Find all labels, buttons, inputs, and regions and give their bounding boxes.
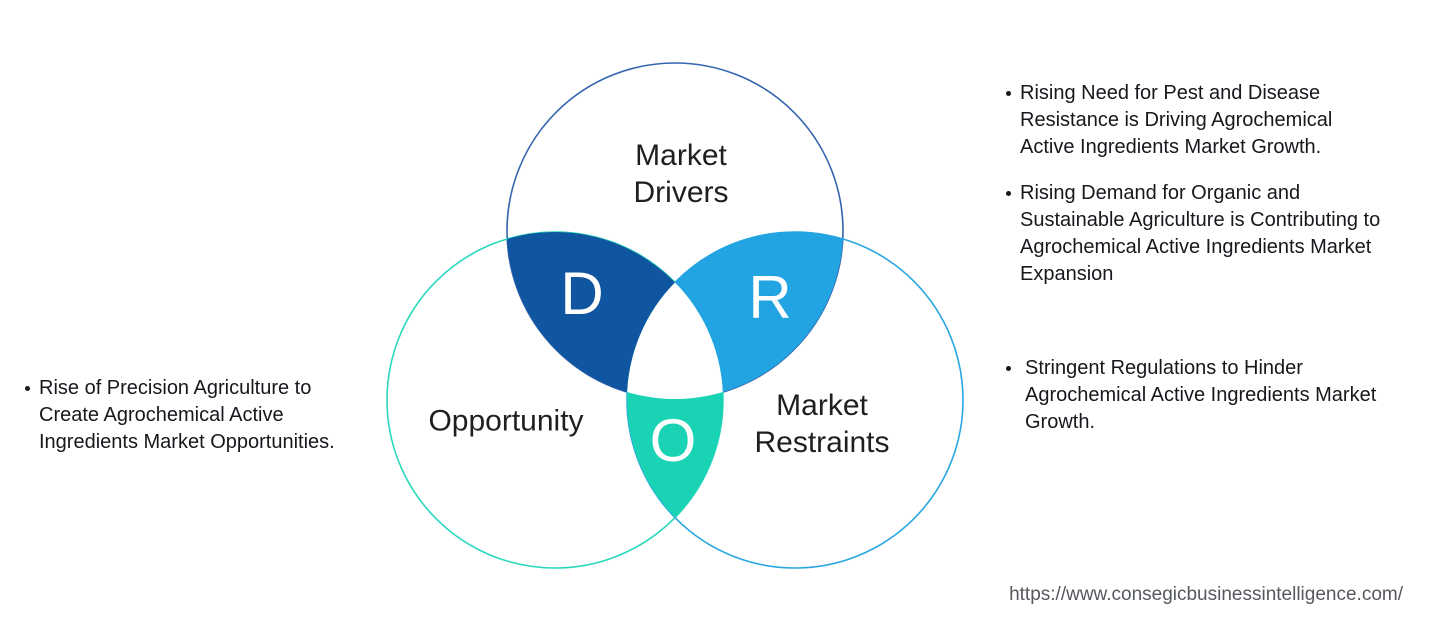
letter-d: D [560,260,604,327]
driver-bullet-text-1: Rising Need for Pest and Disease Resista… [1020,82,1333,158]
drivers-restraints-panel: Rising Need for Pest and Disease Resista… [1006,80,1390,436]
bullet-dot-icon [1006,91,1011,96]
bullet-dot-icon [1006,191,1011,196]
restraint-bullet-text: Stringent Regulations to Hinder Agrochem… [1025,357,1377,433]
opportunity-label: Opportunity [428,404,584,438]
drivers-opportunity-region [507,232,723,399]
drivers-restraints-region [627,232,843,399]
list-item: Rise of Precision Agriculture to Create … [25,375,358,456]
opportunities-panel: Rise of Precision Agriculture to Create … [25,375,358,456]
market-drivers-label: Market Drivers [633,139,729,209]
source-url: https://www.consegicbusinessintelligence… [1009,584,1403,605]
opportunity-bullet-text: Rise of Precision Agriculture to Create … [39,377,335,453]
list-item: Rising Need for Pest and Disease Resista… [1006,80,1390,161]
letter-r: R [748,264,792,331]
driver-bullet-text-2: Rising Demand for Organic and Sustainabl… [1020,182,1381,285]
list-item: Rising Demand for Organic and Sustainabl… [1006,180,1390,288]
list-item: Stringent Regulations to Hinder Agrochem… [1006,355,1390,436]
bullet-dot-icon [1006,366,1011,371]
venn-diagram [386,62,964,569]
market-restraints-label: Market Restraints [754,389,890,459]
bullet-dot-icon [25,386,30,391]
letter-o: O [649,407,697,474]
